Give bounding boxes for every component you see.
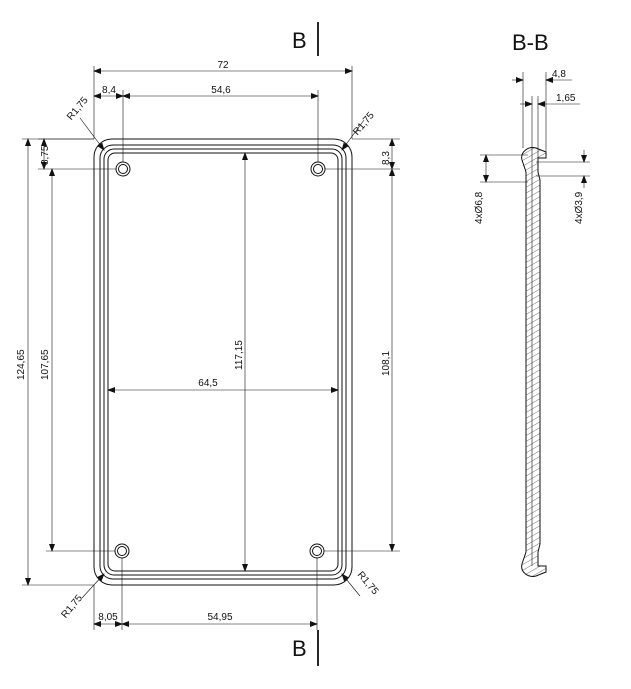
hole-top-right: [310, 161, 326, 177]
dim-hole-spacing-top: 54,6: [211, 85, 231, 96]
mounting-holes: [114, 161, 326, 559]
outer-edge: [93, 138, 353, 586]
section-mark-top: B: [292, 28, 307, 53]
dim-top-offset-right: 8,3: [381, 151, 392, 165]
bevel-edge-1: [99, 144, 347, 580]
dim-thickness-plate: 1,65: [556, 93, 576, 104]
dim-thickness-total: 4,8: [552, 69, 566, 80]
dim-hole-inner: 4xØ3,9: [574, 191, 585, 224]
dim-radius-bottom-left: R1,75: [59, 593, 85, 621]
dim-inner-width: 64,5: [198, 378, 218, 389]
hole-bottom-right: [309, 543, 325, 559]
dim-top-offset-left: 8,75: [40, 145, 51, 165]
hole-top-left: [115, 161, 131, 177]
dim-hole-spacing-left: 107,65: [40, 349, 51, 380]
section-mark-bottom: B: [292, 636, 307, 661]
dim-left-offset-top: 8,4: [102, 85, 116, 96]
bevel-edge-2: [103, 148, 343, 576]
dim-radius-top-left: R1,75: [65, 95, 91, 123]
plate-outline: [93, 138, 353, 586]
dim-left-offset-bottom: 8,05: [98, 612, 118, 623]
dim-radius-bottom-right: R1,75: [355, 570, 381, 598]
dim-radius-top-right: R1,75: [351, 110, 377, 138]
dim-hole-outer: 4xØ6,8: [474, 191, 485, 224]
dim-hole-spacing-bottom: 54,95: [207, 612, 232, 623]
inner-edge: [107, 152, 339, 572]
dim-height-total: 124,65: [16, 349, 27, 380]
section-title: B-B: [512, 30, 549, 55]
section-body: [521, 147, 547, 577]
section-profile: [521, 147, 547, 577]
dim-width-total: 72: [217, 60, 229, 71]
hole-bottom-left: [114, 543, 130, 559]
dim-hole-spacing-right: 108,1: [381, 351, 392, 376]
dim-inner-height: 117,15: [234, 340, 245, 370]
